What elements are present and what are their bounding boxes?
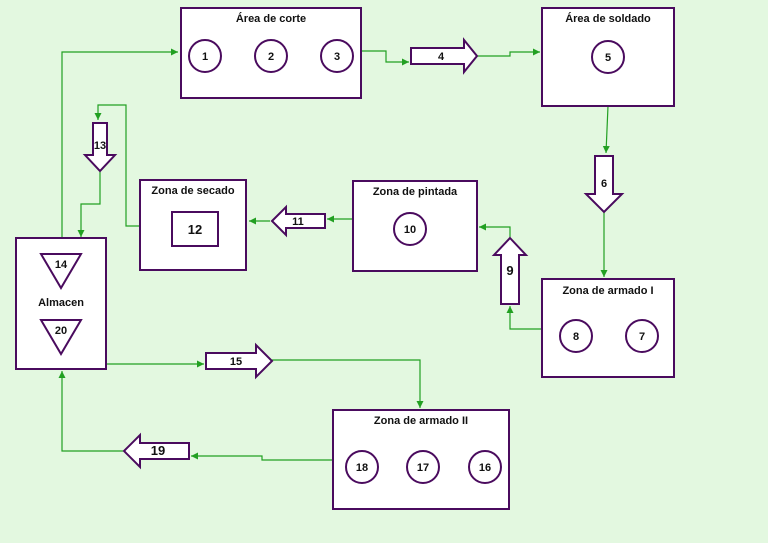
step-5-circle (591, 40, 625, 74)
step-1-circle (188, 39, 222, 73)
area-secado-title: Zona de secado (151, 185, 234, 197)
step-18-label: 18 (356, 462, 368, 474)
arrow-15-shape (205, 342, 274, 380)
arrow-4-shape (410, 37, 479, 75)
arrow-13-label: 13 (94, 140, 106, 152)
arrow-11-label: 11 (292, 216, 304, 228)
connector-soldado-to-arrow6 (602, 105, 610, 154)
area-soldado: Área de soldado 5 (541, 7, 675, 107)
arrow-13-shape (82, 122, 118, 173)
step-10-label: 10 (404, 224, 416, 236)
transport-arrow-9: 9 (491, 236, 529, 305)
transport-arrow-6: 6 (583, 155, 625, 214)
step-8-label: 8 (573, 331, 579, 343)
area-almacen: 14 Almacen 20 (15, 237, 107, 370)
connector-pintada-to-arrow11 (327, 215, 354, 226)
step-3-label: 3 (334, 51, 340, 63)
step-16-circle (468, 450, 502, 484)
area-almacen-title: Almacen (38, 297, 84, 309)
arrow-15-label: 15 (230, 356, 242, 368)
connector-arrow9-to-pintada (479, 223, 511, 237)
step-1-label: 1 (202, 51, 208, 63)
area-secado: Zona de secado 12 (139, 179, 247, 271)
area-armado-1: Zona de armado I 8 7 (541, 278, 675, 378)
connector-corte-to-arrow4 (361, 50, 409, 66)
connector-arrow19-to-almacen (58, 371, 123, 452)
connector-arrow13-to-almacen (77, 172, 101, 237)
step-2-label: 2 (268, 51, 274, 63)
step-7-circle (625, 319, 659, 353)
area-armado-1-title: Zona de armado I (562, 285, 653, 297)
area-pintada: Zona de pintada 10 (352, 180, 478, 272)
storage-14-label: 14 (55, 259, 68, 271)
transport-arrow-19: 19 (122, 432, 190, 470)
arrow-6-label: 6 (601, 178, 607, 190)
step-8-circle (559, 319, 593, 353)
step-7-label: 7 (639, 331, 645, 343)
step-10-circle (393, 212, 427, 246)
step-17-circle (406, 450, 440, 484)
step-16-label: 16 (479, 462, 491, 474)
area-soldado-title: Área de soldado (565, 12, 651, 25)
step-5-label: 5 (605, 52, 611, 64)
area-armado-2: Zona de armado II 18 17 16 (332, 409, 510, 510)
arrow-4-label: 4 (438, 51, 445, 63)
area-corte: Área de corte 1 2 3 (180, 7, 362, 99)
transport-arrow-15: 15 (205, 342, 274, 380)
step-12-square (171, 211, 219, 247)
transport-arrow-11: 11 (270, 204, 326, 238)
step-3-circle (320, 39, 354, 73)
step-18-circle (345, 450, 379, 484)
connector-arrow15-to-armado2 (272, 359, 424, 408)
arrow-11-shape (270, 204, 326, 238)
arrow-19-shape (122, 432, 190, 470)
step-17-label: 17 (417, 462, 429, 474)
arrow-9-shape (491, 236, 529, 305)
connector-armado1-to-arrow9 (506, 306, 541, 330)
arrow-9-label: 9 (506, 263, 513, 278)
step-12-label: 12 (188, 222, 202, 237)
arrow-19-label: 19 (151, 443, 165, 458)
connector-almacen-to-corte (61, 48, 178, 238)
storage-20-label: 20 (55, 325, 67, 337)
connector-armado2-to-arrow19 (191, 452, 332, 461)
transport-arrow-4: 4 (410, 37, 479, 75)
area-corte-title: Área de corte (236, 12, 306, 25)
storage-14-triangle (39, 253, 83, 290)
storage-20-triangle (39, 319, 83, 356)
connector-arrow4-to-soldado (477, 48, 540, 57)
area-pintada-title: Zona de pintada (373, 186, 458, 198)
area-armado-2-title: Zona de armado II (374, 415, 468, 427)
step-2-circle (254, 39, 288, 73)
connector-secado-to-arrow13 (94, 104, 139, 227)
transport-arrow-13: 13 (82, 122, 118, 173)
arrow-6-shape (583, 155, 625, 214)
area-secado-box (139, 179, 247, 271)
